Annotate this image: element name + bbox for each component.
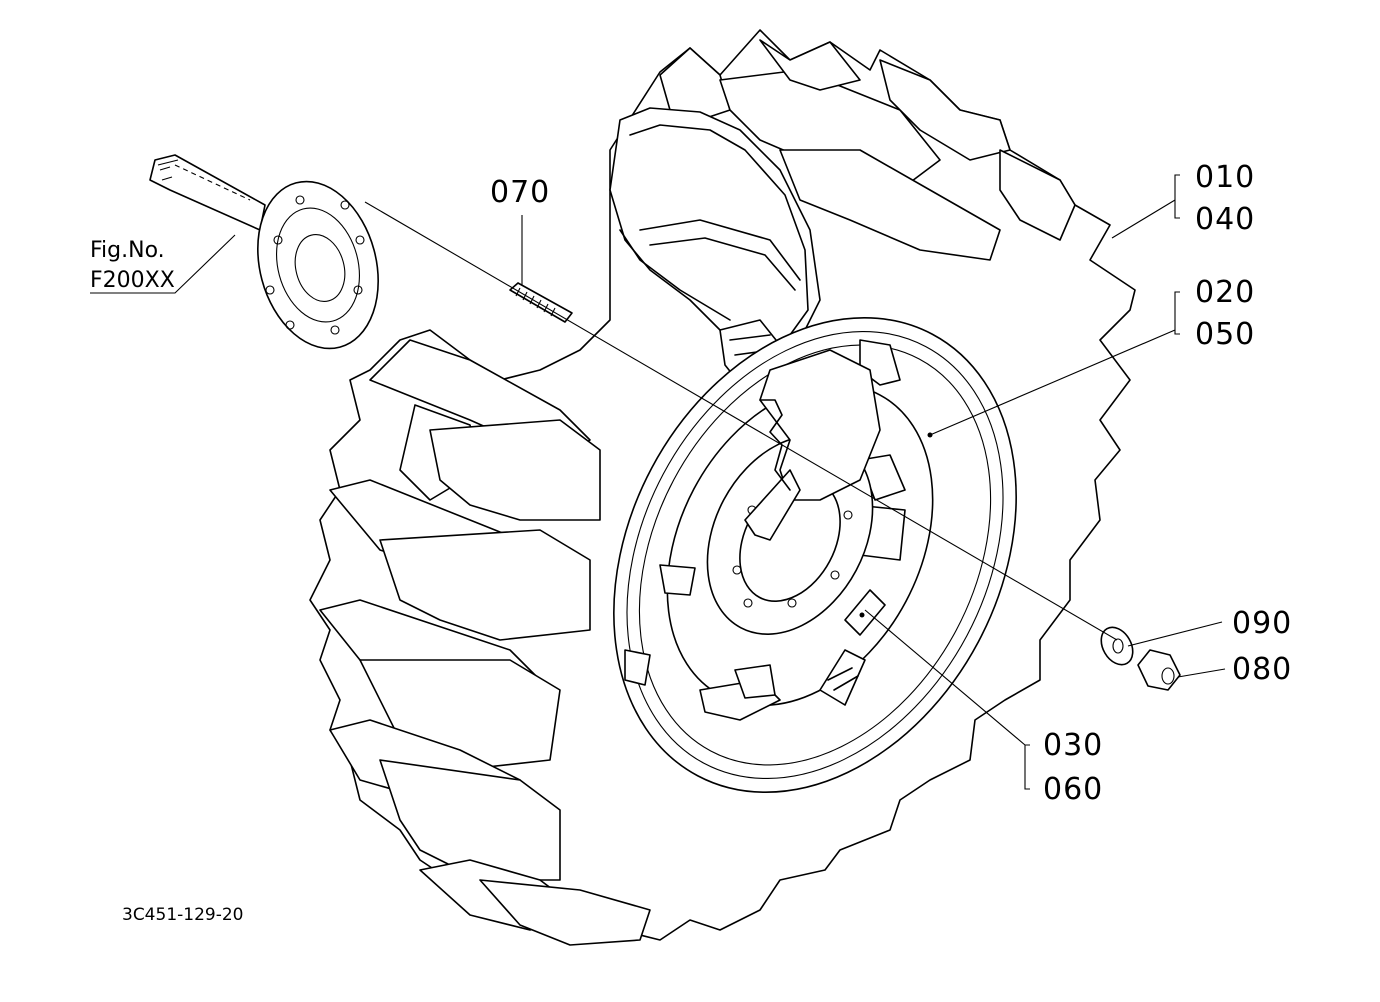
- tube-flap: [744, 349, 881, 541]
- callout-040: 040: [1195, 202, 1256, 237]
- stud-bolt: [509, 282, 573, 323]
- callout-030: 030: [1043, 728, 1104, 763]
- axle-shaft: [149, 154, 379, 350]
- leader-lines: [90, 174, 1226, 790]
- nut: [1137, 649, 1181, 691]
- callout-050: 050: [1195, 317, 1256, 352]
- callout-080: 080: [1232, 652, 1293, 687]
- callout-020: 020: [1195, 275, 1256, 310]
- callout-070: 070: [490, 175, 551, 210]
- drawing-code: 3C451-129-20: [122, 905, 244, 925]
- washer: [1100, 626, 1134, 666]
- callout-010: 010: [1195, 160, 1256, 195]
- figure-ref-label: Fig.No.: [90, 238, 165, 263]
- callout-090: 090: [1232, 606, 1293, 641]
- figure-ref-number: F200XX: [90, 268, 175, 293]
- callout-060: 060: [1043, 772, 1104, 807]
